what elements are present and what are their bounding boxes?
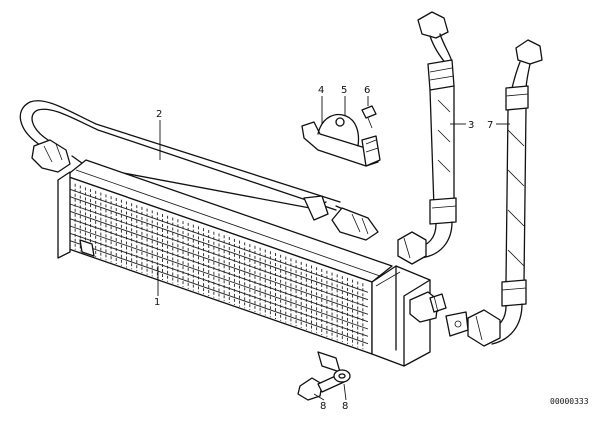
hose-3 (397, 11, 457, 265)
callout-3: 3 (468, 120, 474, 131)
upper-bent-tube (19, 100, 379, 241)
callout-1: 1 (154, 297, 160, 308)
callout-7: 7 (487, 120, 493, 131)
callout-2: 2 (156, 109, 162, 120)
cooler-fin-grid (69, 183, 369, 350)
fin-row-line (69, 225, 369, 330)
fin-row-line (69, 210, 369, 315)
fin-row-line (69, 240, 369, 345)
callout-8-bolt: 8 (320, 401, 326, 412)
callout-leaders (157, 96, 510, 401)
hose-7 (445, 39, 543, 347)
callout-5: 5 (341, 85, 347, 96)
callout-6: 6 (364, 85, 370, 96)
reference-number: 00000333 (550, 397, 589, 406)
hose-clamp-assembly (301, 105, 381, 167)
callout-4: 4 (318, 85, 324, 96)
bolt-and-washer (297, 369, 351, 401)
callout-8-washer: 8 (342, 401, 348, 412)
oil-cooler-body (57, 159, 447, 373)
fin-row-line (69, 196, 369, 301)
callout-labels: 2 1 4 5 6 3 7 8 8 (154, 85, 493, 412)
